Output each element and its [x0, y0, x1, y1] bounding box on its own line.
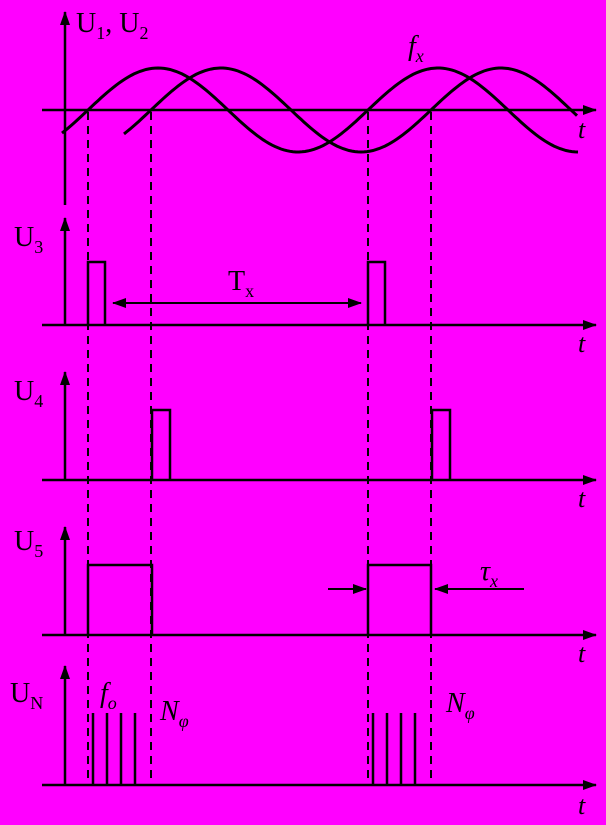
f0-label: fo	[100, 678, 117, 713]
u3-label: U3	[14, 222, 43, 257]
panel-un: UN fo Nφ Nφ t	[10, 665, 597, 820]
pulse	[86, 260, 107, 325]
t-axis-label: t	[578, 484, 586, 513]
t-axis-label: t	[578, 115, 586, 144]
pulse-burst-2	[371, 713, 417, 785]
pulse	[150, 408, 172, 480]
sine-wave-2	[123, 66, 579, 154]
fx-label: fx	[408, 31, 424, 66]
panel-u5: τx U5 t	[14, 526, 597, 668]
pulse	[430, 408, 452, 480]
dashed-guide-lines	[87, 112, 432, 783]
pulse	[86, 563, 154, 635]
t-axis-label: t	[578, 639, 586, 668]
panel-u1-u2: U1, U2 fx t	[42, 8, 597, 205]
u5-label: U5	[14, 526, 43, 561]
pulse-burst-1	[91, 713, 137, 785]
u4-label: U4	[14, 376, 43, 411]
n-phi-label-1: Nφ	[159, 696, 189, 731]
t-axis-label: t	[578, 329, 586, 358]
sine-wave-1	[61, 66, 579, 154]
panel-u3: Tx U3 t	[14, 217, 597, 358]
panel-u4: U4 t	[14, 371, 597, 513]
t-axis-label: t	[578, 791, 586, 820]
un-label: UN	[10, 678, 43, 713]
pulse	[366, 260, 387, 325]
tx-label: Tx	[228, 266, 254, 301]
n-phi-label-2: Nφ	[445, 688, 475, 723]
tau-x-label: τx	[480, 556, 498, 591]
u1-u2-label: U1, U2	[76, 8, 148, 43]
pulse	[366, 563, 433, 635]
